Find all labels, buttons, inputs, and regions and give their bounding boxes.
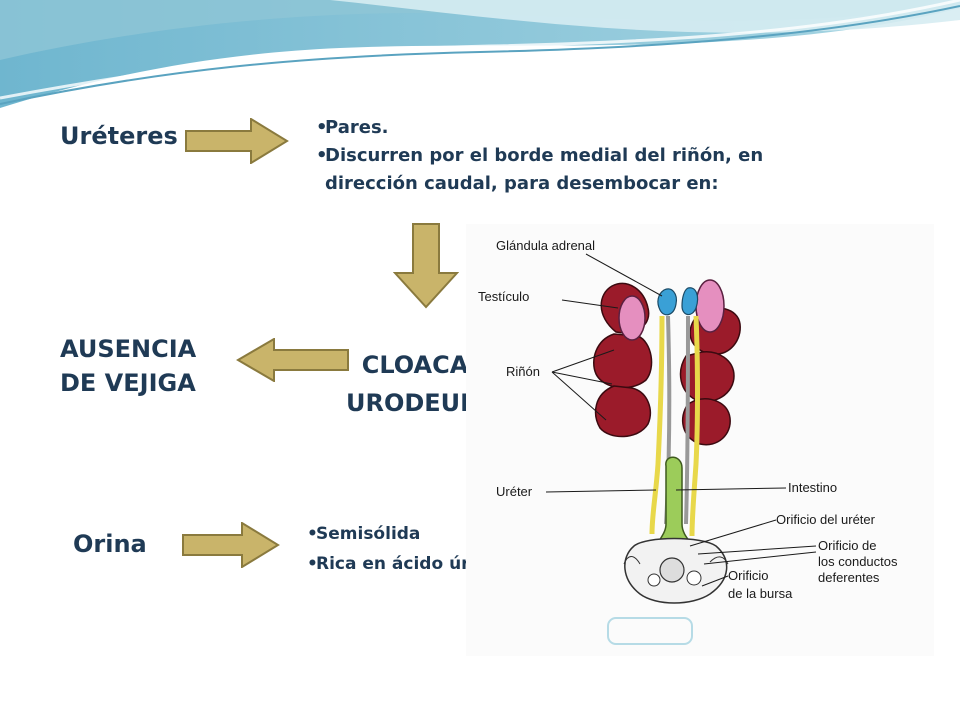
ureteres-bullets: Pares. Discurren por el borde medial del… [316, 114, 836, 198]
cloaca-urodeum-label: CLOACA URODEUM [340, 346, 490, 422]
label-orificio-conductos-3: deferentes [818, 570, 880, 585]
bullet-pares: Pares. [316, 114, 836, 142]
ausencia-line-1: AUSENCIA [60, 335, 197, 363]
bullet-semisolida: Semisólida [307, 519, 547, 549]
ureter-right [689, 315, 700, 537]
arrow-right-icon [182, 522, 280, 568]
adrenal-right [681, 287, 699, 316]
testis-left [618, 295, 646, 341]
label-orificio-bursa-1: Orificio [728, 568, 768, 583]
orina-heading: Orina [73, 530, 147, 558]
arrow-right-icon [185, 118, 289, 164]
ureteres-heading: Uréteres [60, 122, 178, 150]
header-wave-background [0, 0, 960, 108]
label-intestino: Intestino [788, 480, 837, 495]
label-testiculo: Testículo [478, 289, 529, 304]
label-glandula-adrenal: Glándula adrenal [496, 238, 595, 253]
label-orificio-bursa-2: de la bursa [728, 586, 793, 601]
scale-box [607, 617, 693, 645]
orina-bullets: Semisólida Rica en ácido úrico [307, 519, 547, 579]
urodeum-line: URODEUM [345, 389, 485, 417]
label-ureter: Uréter [496, 484, 533, 499]
ureter-left [649, 315, 665, 535]
adrenal-left [657, 288, 677, 316]
bullet-acido-urico: Rica en ácido úrico [307, 549, 547, 579]
urinary-anatomy-figure: Glándula adrenal Testículo Riñón Uréter … [466, 224, 934, 656]
label-rinon: Riñón [506, 364, 540, 379]
arrow-down-icon [393, 223, 459, 309]
label-orificio-conductos-2: los conductos [818, 554, 898, 569]
label-orificio-conductos-1: Orificio de [818, 538, 877, 553]
testis-right [695, 279, 725, 333]
ausencia-line-2: DE VEJIGA [60, 369, 196, 397]
arrow-left-icon [236, 338, 349, 382]
cloaca-line: CLOACA [361, 351, 469, 379]
bullet-discurren: Discurren por el borde medial del riñón,… [316, 142, 836, 198]
label-orificio-ureter: Orificio del uréter [776, 512, 876, 527]
ausencia-de-vejiga-label: AUSENCIA DE VEJIGA [60, 332, 196, 400]
